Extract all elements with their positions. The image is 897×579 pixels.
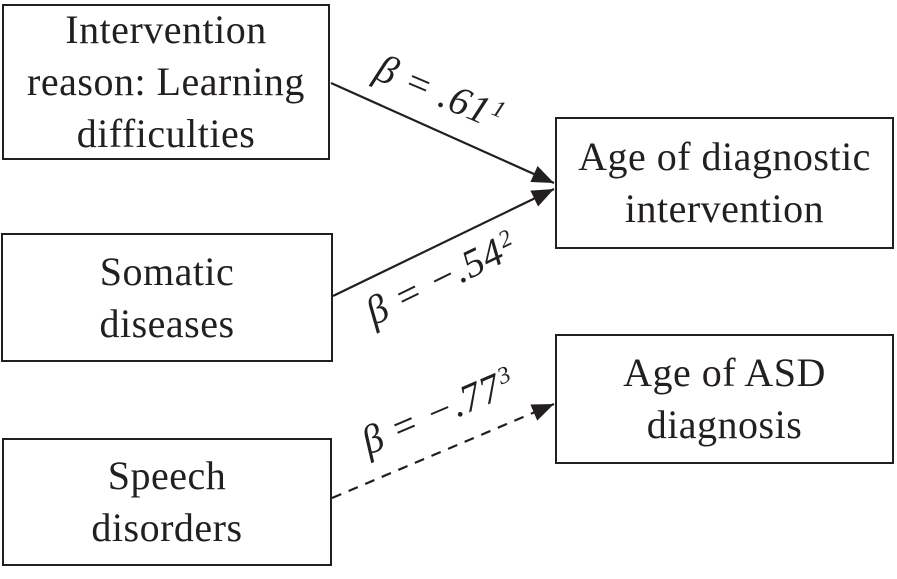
box-age-of-diagnostic-intervention: Age of diagnostic intervention [555,117,894,249]
box-label-line: intervention [624,186,825,231]
box-intervention-reason: Intervention reason: Learning difficulti… [2,4,330,160]
box-label-line: diseases [99,300,235,346]
box-label-line: Age of diagnostic [578,134,871,179]
box-label-line: difficulties [76,111,256,156]
box-label-line: disorders [91,505,243,550]
arrow-learning-to-diagnostic-intervention [330,81,555,185]
arrow-somatic-to-diagnostic-intervention [332,188,555,297]
arrow-speech-to-asd-diagnosis [331,402,555,500]
box-age-of-asd-diagnosis: Age of ASD diagnosis [555,334,894,464]
box-somatic-diseases: Somatic diseases [1,233,333,362]
box-label-line: Age of ASD [623,350,826,395]
box-label-line: diagnosis [646,402,803,447]
box-label-line: Speech [107,453,227,498]
box-label-line: Somatic [99,248,235,294]
box-speech-disorders: Speech disorders [2,438,332,566]
box-label-line: reason: Learning [27,59,305,104]
box-label-line: Intervention [65,7,267,52]
